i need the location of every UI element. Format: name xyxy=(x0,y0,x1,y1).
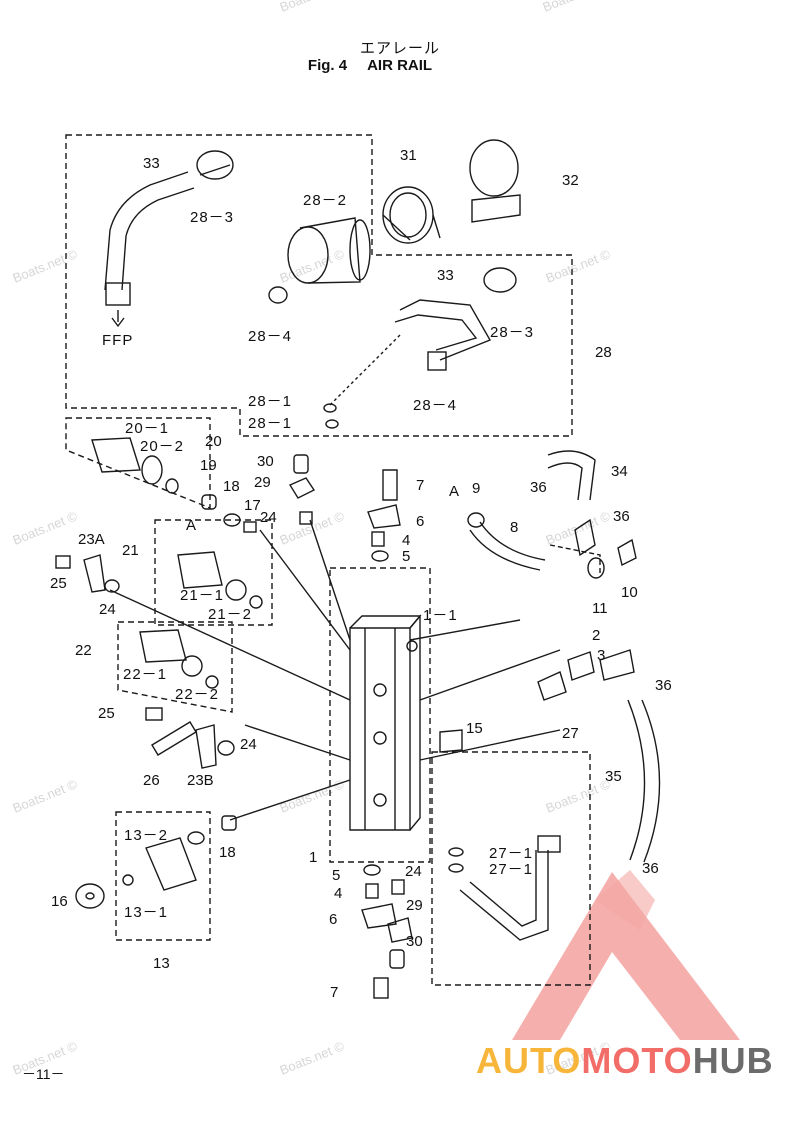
label-20: 20 xyxy=(205,433,222,450)
label-30: 30 xyxy=(406,933,423,950)
watermark: Boats.net © xyxy=(278,0,347,15)
label-27-1: 27－1 xyxy=(489,845,533,862)
label-30: 30 xyxy=(257,453,274,470)
label-28-4: 28－4 xyxy=(413,397,457,414)
watermark: Boats.net © xyxy=(278,1038,347,1078)
title-japanese: エアレール xyxy=(359,39,440,57)
label-26: 26 xyxy=(143,772,160,789)
label-35: 35 xyxy=(605,768,622,785)
label-19: 19 xyxy=(200,457,217,474)
label-15: 15 xyxy=(466,720,483,737)
label-36: 36 xyxy=(642,860,659,877)
label-31: 31 xyxy=(400,147,417,164)
label-25: 25 xyxy=(98,705,115,722)
label-32: 32 xyxy=(562,172,579,189)
label-36: 36 xyxy=(530,479,547,496)
label-29: 29 xyxy=(406,897,423,914)
label-23a: 23A xyxy=(78,531,105,548)
label-13-2: 13－2 xyxy=(124,827,168,844)
label-18: 18 xyxy=(223,478,240,495)
label-2: 2 xyxy=(592,627,600,644)
label-20-2: 20－2 xyxy=(140,438,184,455)
part-labels: 33 28－3 31 32 28－2 33 28－4 28－3 28 FFP 2… xyxy=(50,147,672,1001)
label-28-3: 28－3 xyxy=(490,324,534,341)
brand-part-hub: HUB xyxy=(692,1040,774,1081)
label-22: 22 xyxy=(75,642,92,659)
watermark: Boats.net © xyxy=(544,246,613,286)
label-36: 36 xyxy=(613,508,630,525)
figure-number: Fig. 4 xyxy=(307,57,348,74)
label-3: 3 xyxy=(597,647,605,664)
label-21: 21 xyxy=(122,542,139,559)
figure-title: Fig. 4 AIR RAIL xyxy=(0,57,740,74)
label-25: 25 xyxy=(50,575,67,592)
label-1: 1 xyxy=(309,849,317,866)
label-18: 18 xyxy=(219,844,236,861)
label-28-1: 28－1 xyxy=(248,393,292,410)
label-ffp: FFP xyxy=(102,332,133,349)
label-23b: 23B xyxy=(187,772,214,789)
label-28-3: 28－3 xyxy=(190,209,234,226)
label-36: 36 xyxy=(655,677,672,694)
label-a: A xyxy=(449,483,459,500)
label-13-1: 13－1 xyxy=(124,904,168,921)
brand-wordmark: AUTOMOTOHUB xyxy=(476,1040,774,1082)
label-34: 34 xyxy=(611,463,628,480)
figure-name: AIR RAIL xyxy=(367,57,433,74)
label-24: 24 xyxy=(260,509,277,526)
label-24: 24 xyxy=(240,736,257,753)
label-33: 33 xyxy=(437,267,454,284)
label-27: 27 xyxy=(562,725,579,742)
label-a: A xyxy=(186,517,196,534)
label-5: 5 xyxy=(332,867,340,884)
label-17: 17 xyxy=(244,497,261,514)
label-24: 24 xyxy=(405,863,422,880)
label-28-2: 28－2 xyxy=(303,192,347,209)
label-29: 29 xyxy=(254,474,271,491)
watermark: Boats.net © xyxy=(541,0,610,15)
label-27-1: 27－1 xyxy=(489,861,533,878)
label-22-2: 22－2 xyxy=(175,686,219,703)
watermark: Boats.net © xyxy=(544,776,613,816)
watermark: Boats.net © xyxy=(11,508,80,548)
label-9: 9 xyxy=(472,480,480,497)
label-21-2: 21－2 xyxy=(208,606,252,623)
brand-logo-mark xyxy=(512,870,740,1040)
label-10: 10 xyxy=(621,584,638,601)
label-1-1: 1－1 xyxy=(423,607,458,624)
label-8: 8 xyxy=(510,519,518,536)
label-28-4: 28－4 xyxy=(248,328,292,345)
watermark: Boats.net © xyxy=(11,246,80,286)
label-4: 4 xyxy=(402,532,410,549)
diagram-lines xyxy=(55,134,661,999)
label-7: 7 xyxy=(330,984,338,1001)
label-7: 7 xyxy=(416,477,424,494)
label-22-1: 22－1 xyxy=(123,666,167,683)
label-33: 33 xyxy=(143,155,160,172)
label-21-1: 21－1 xyxy=(180,587,224,604)
label-24: 24 xyxy=(99,601,116,618)
label-16: 16 xyxy=(51,893,68,910)
brand-part-moto: MOTO xyxy=(581,1040,693,1081)
brand-part-auto: AUTO xyxy=(476,1040,582,1081)
label-28-1: 28－1 xyxy=(248,415,292,432)
label-5: 5 xyxy=(402,548,410,565)
label-20-1: 20－1 xyxy=(125,420,169,437)
label-6: 6 xyxy=(416,513,424,530)
label-6: 6 xyxy=(329,911,337,928)
label-11: 11 xyxy=(592,600,608,617)
watermark: Boats.net © xyxy=(278,776,347,816)
label-28: 28 xyxy=(595,344,612,361)
watermark: Boats.net © xyxy=(11,776,80,816)
label-13: 13 xyxy=(153,955,170,972)
label-4: 4 xyxy=(334,885,342,902)
page-number: －11－ xyxy=(22,1066,65,1082)
